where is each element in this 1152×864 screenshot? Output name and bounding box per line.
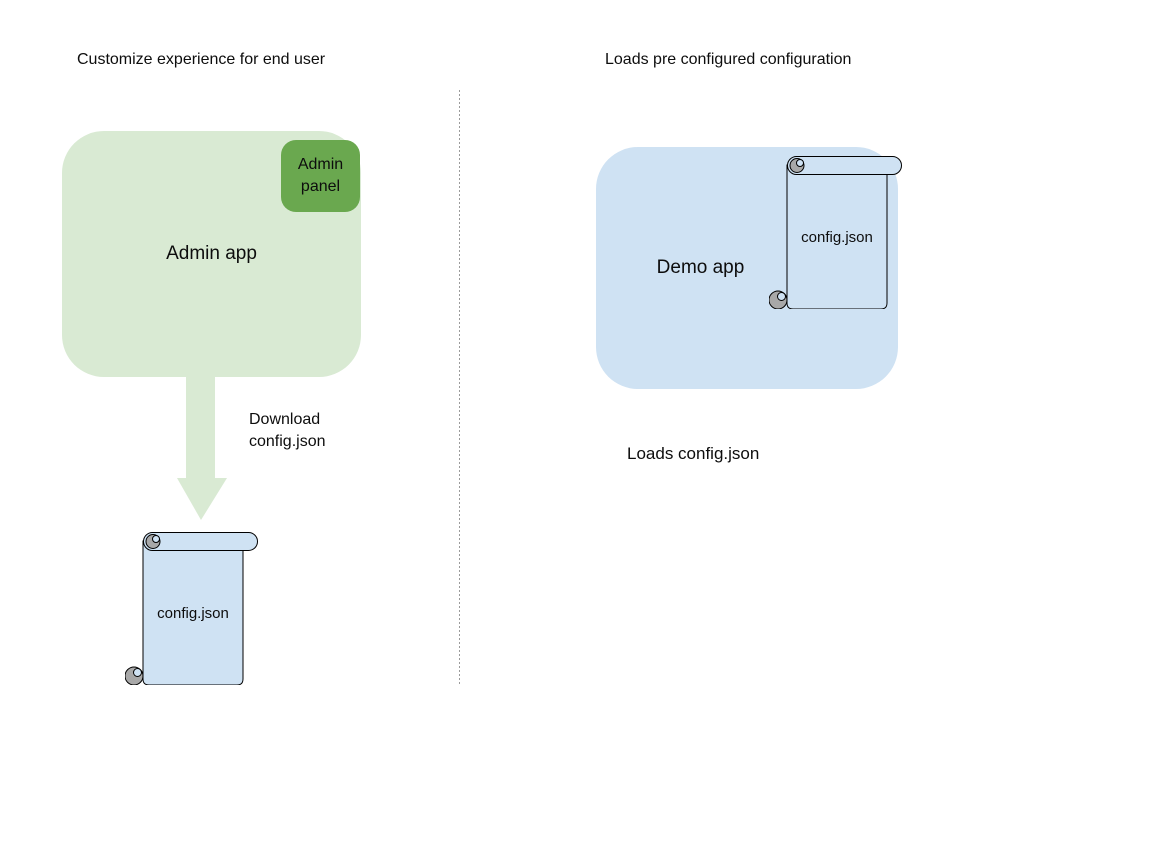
download-arrow-shape xyxy=(177,377,227,520)
admin-app-label: Admin app xyxy=(166,243,257,264)
admin-panel-label-line2: panel xyxy=(300,178,341,195)
scroll-shape-icon xyxy=(125,532,258,685)
config-json-label-left: config.json xyxy=(157,605,229,622)
scroll-shape-icon xyxy=(769,156,902,309)
config-json-scroll-left: config.json xyxy=(125,532,258,685)
section-divider xyxy=(459,90,460,685)
download-arrow-label-line1: Download xyxy=(249,411,321,428)
loads-config-caption: Loads config.json xyxy=(627,444,760,463)
admin-panel-label-line1: Admin xyxy=(297,156,344,173)
config-json-label-right: config.json xyxy=(801,229,873,246)
download-arrow-label-line2: config.json xyxy=(249,433,326,450)
demo-app-label: Demo app xyxy=(656,257,745,278)
download-arrow-icon xyxy=(177,377,227,520)
download-arrow-label: Download config.json xyxy=(249,409,326,453)
admin-panel-box: Admin panel xyxy=(281,140,360,212)
right-section-title: Loads pre configured configuration xyxy=(605,51,852,68)
config-json-scroll-right: config.json xyxy=(769,156,902,309)
left-section-title: Customize experience for end user xyxy=(77,51,326,68)
